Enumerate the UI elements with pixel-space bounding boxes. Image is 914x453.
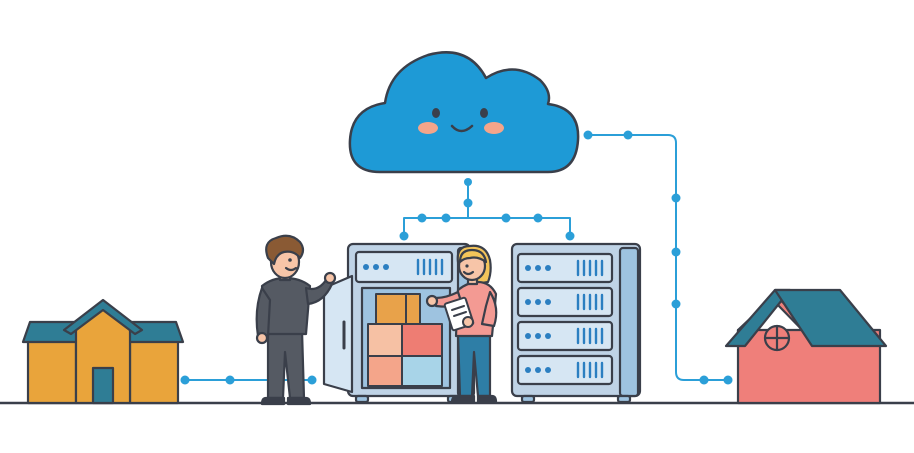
server-open-icon: [322, 242, 476, 404]
connector-cloud-trunk: [403, 181, 571, 237]
connector-node: [417, 213, 427, 223]
server-unit: [516, 286, 614, 318]
connector-node: [307, 375, 317, 385]
connector-node: [583, 130, 593, 140]
server-unit: [516, 354, 614, 386]
server-rack-leds: [525, 265, 551, 373]
storage-box-blue: [401, 355, 443, 387]
house-right-roof-main: [773, 288, 888, 348]
server-led: [373, 264, 379, 270]
connector-nodes: [180, 130, 733, 385]
cloud-cheek-left: [418, 122, 438, 134]
connector-node: [441, 213, 451, 223]
man-hand-left: [255, 331, 269, 345]
server-led: [363, 264, 369, 270]
connector-node: [464, 178, 472, 186]
connector-node: [533, 213, 543, 223]
connector-node: [623, 130, 633, 140]
cloud-eye-left: [432, 108, 440, 118]
server-led: [383, 264, 389, 270]
woman-hair-front: [458, 248, 488, 264]
connector-node: [565, 231, 575, 241]
server-rack-vents: [576, 259, 604, 379]
server-unit: [516, 252, 614, 284]
house-left-wall-wing-right: [128, 338, 180, 405]
woman-smile: [462, 270, 475, 276]
woman-eye: [465, 264, 469, 268]
server-foot: [354, 394, 370, 404]
cloud-eye-right: [480, 108, 488, 118]
storage-box-orange: [375, 293, 421, 325]
server-foot: [616, 394, 632, 404]
server-open-vent: [416, 258, 444, 276]
network-connectors: [184, 134, 729, 381]
connector-node: [671, 299, 681, 309]
house-left-wall-wing-left: [26, 338, 78, 405]
man-hair: [265, 234, 305, 266]
server-open-top-panel: [354, 250, 454, 284]
clipboard-line: [453, 311, 467, 317]
connector-node: [399, 231, 409, 241]
man-shoes: [260, 396, 312, 406]
connector-node: [671, 193, 681, 203]
house-left-door: [91, 366, 115, 405]
man-character: [255, 234, 337, 406]
woman-shoes: [450, 394, 498, 404]
connector-node: [180, 375, 190, 385]
server-open-door: [322, 274, 354, 394]
man-arm-left: [255, 286, 272, 338]
house-right-window-cross: [763, 324, 791, 352]
man-legs: [266, 328, 306, 400]
house-left-icon: [21, 298, 185, 405]
man-eye: [288, 258, 292, 262]
server-unit: [516, 320, 614, 352]
cloud-cheek-right: [484, 122, 504, 134]
server-foot: [520, 394, 536, 404]
man-smile: [284, 266, 298, 272]
clipboard-icon: [443, 296, 475, 332]
server-rack-side: [618, 246, 640, 398]
woman-arm-right: [480, 290, 498, 328]
server-rack-icon: [510, 242, 642, 404]
connector-node: [723, 375, 733, 385]
house-left-roof-center: [62, 298, 144, 336]
clipboard-line: [451, 305, 465, 311]
man-hand-right: [323, 271, 337, 285]
server-rack-units: [516, 252, 614, 386]
cloud-shape: [348, 51, 580, 174]
cloud-smile: [450, 124, 474, 133]
woman-hand-right: [462, 316, 474, 328]
connector-node: [463, 198, 473, 208]
connector-cloud-to-house: [584, 134, 729, 381]
house-right-icon: [724, 288, 888, 405]
connector-node: [699, 375, 709, 385]
man-arm-right: [304, 278, 334, 306]
connector-node: [225, 375, 235, 385]
connector-node: [671, 247, 681, 257]
storage-box-red: [401, 323, 443, 357]
connector-node: [501, 213, 511, 223]
woman-hand-left: [425, 294, 439, 308]
storage-box-peach: [367, 323, 403, 357]
storage-box-salmon: [367, 355, 403, 387]
cloud-icon: [348, 51, 580, 174]
